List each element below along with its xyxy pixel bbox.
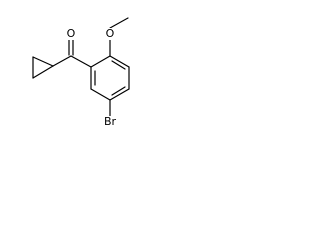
carbonyl-aryl-bond <box>70 55 92 68</box>
cyclopropyl-ring <box>32 56 54 79</box>
molecule-diagram: O O Br <box>0 0 165 144</box>
structure-svg: O O Br <box>32 17 130 128</box>
ring-bond <box>109 88 130 101</box>
methoxy-oxygen-label: O <box>106 27 115 40</box>
methoxy-methyl-bond <box>109 17 129 29</box>
ring-inner-double-bond <box>111 60 126 70</box>
methoxy-oxygen-label-bg <box>104 28 116 40</box>
ring-bond <box>90 55 111 68</box>
cyclopropyl-bond <box>32 56 54 67</box>
ring-inner-double-bond <box>111 86 126 96</box>
bromine-label-bg <box>101 116 119 128</box>
ring-bond <box>90 88 111 101</box>
carbonyl-oxygen-label-bg <box>65 28 77 40</box>
carbonyl-double-bond <box>68 39 74 56</box>
benzene-ring <box>90 55 130 101</box>
bromine-label: Br <box>104 115 117 128</box>
carbonyl-oxygen-label: O <box>67 27 76 40</box>
ring-bond <box>109 55 130 68</box>
cyclopropyl-carbonyl-bond <box>52 55 72 67</box>
cyclopropyl-bond <box>32 65 54 79</box>
